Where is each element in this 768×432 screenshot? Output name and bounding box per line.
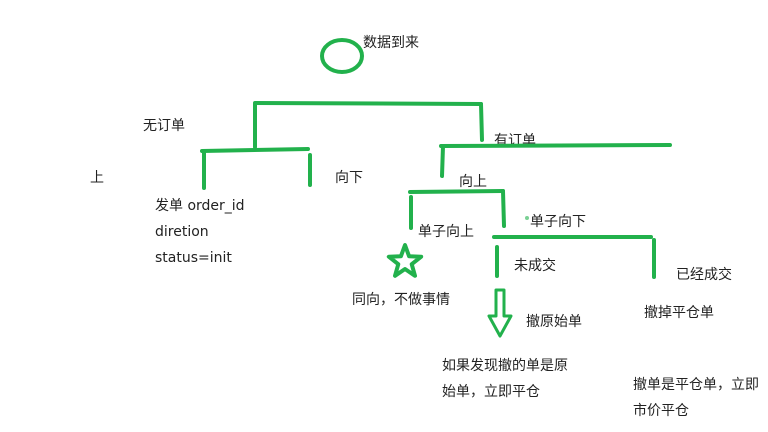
send-order-line-1: 发单 order_id xyxy=(155,198,245,214)
has-order-branch-bar xyxy=(439,143,672,148)
order-up-action: 同向，不做事情 xyxy=(352,292,450,308)
root-branch-bar xyxy=(253,101,483,106)
has-order-up-connector xyxy=(440,144,445,178)
filled-label: 已经成交 xyxy=(676,267,732,283)
root-node-ellipse xyxy=(320,38,364,74)
filled-note-line-1: 撤单是平仓单，立即 xyxy=(633,377,759,393)
no-order-label: 无订单 xyxy=(143,118,185,134)
root-label: 数据到来 xyxy=(363,35,419,51)
has-order-label: 有订单 xyxy=(494,133,536,149)
no-order-branch-bar xyxy=(200,147,310,153)
order-down-connector xyxy=(501,189,506,228)
not-filled-note-line-1: 如果发现撤的单是原 xyxy=(442,358,568,374)
star-icon xyxy=(386,243,424,278)
down-arrow-icon xyxy=(487,288,513,338)
stray-dot xyxy=(525,216,529,220)
send-order-line-2: diretion xyxy=(155,224,209,240)
has-order-connector xyxy=(479,102,484,142)
not-filled-note-line-2: 始单，立即平仓 xyxy=(442,384,540,400)
no-order-up-label: 上 xyxy=(90,170,104,186)
filled-action: 撤掉平仓单 xyxy=(644,305,714,321)
send-order-line-3: status=init xyxy=(155,250,232,266)
filled-note-line-2: 市价平仓 xyxy=(633,403,689,419)
has-order-up-label: 向上 xyxy=(459,174,487,190)
direction-branch-bar xyxy=(408,189,505,194)
no-order-down-label: 向下 xyxy=(335,170,363,186)
order-up-label: 单子向上 xyxy=(418,224,474,240)
order-down-label: 单子向下 xyxy=(530,214,586,230)
not-filled-label: 未成交 xyxy=(514,258,556,274)
not-filled-action: 撤原始单 xyxy=(526,314,582,330)
